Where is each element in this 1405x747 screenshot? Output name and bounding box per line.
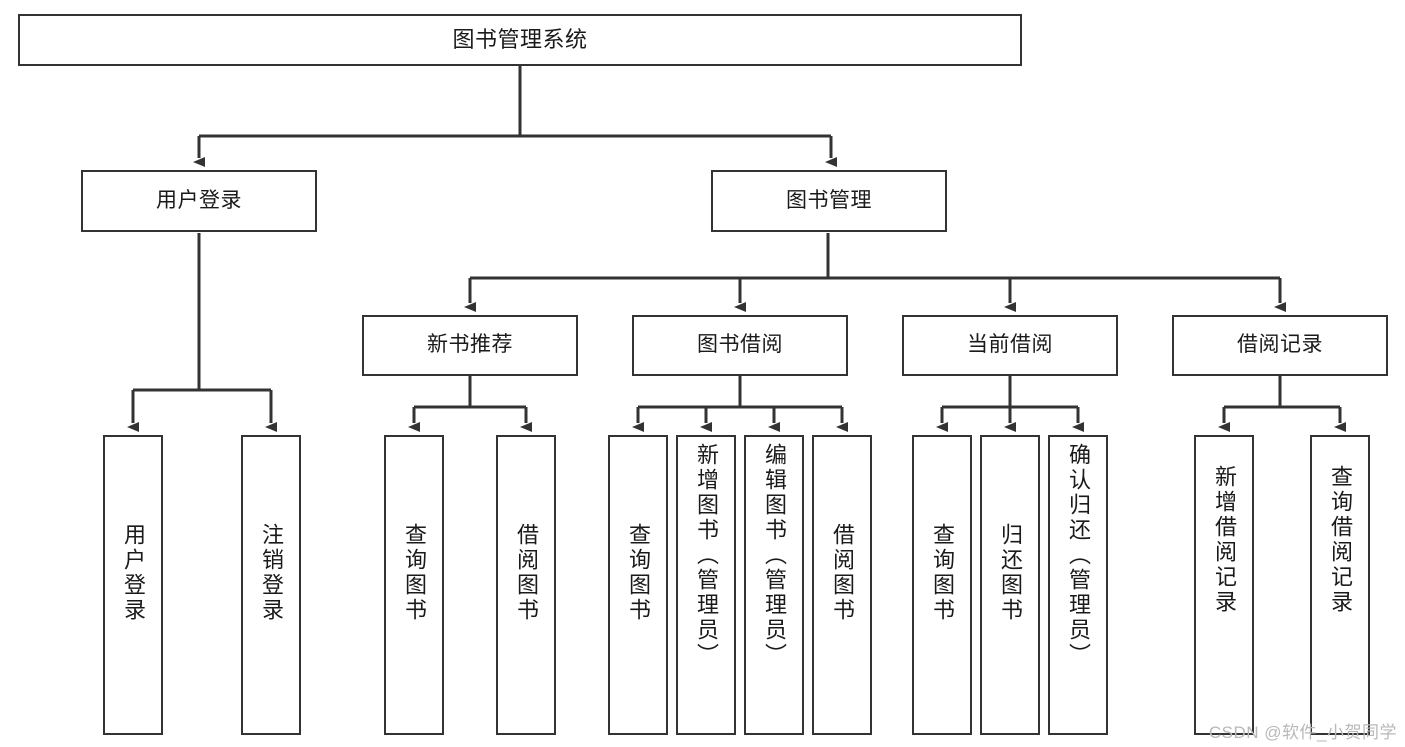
node-user-login[interactable]: 用户登录	[81, 170, 317, 232]
node-label: 用户登录	[121, 523, 146, 623]
node-label: 图书管理	[786, 188, 872, 212]
node-label: 新书推荐	[427, 333, 513, 357]
leaf-add-book-admin[interactable]: 新增图书（管理员）	[676, 435, 736, 735]
leaf-confirm-return-admin[interactable]: 确认归还（管理员）	[1048, 435, 1108, 735]
node-label: 新增图书（管理员）	[694, 443, 719, 668]
leaf-logout[interactable]: 注销登录	[241, 435, 301, 735]
node-label: 借阅图书	[830, 523, 855, 623]
node-book-management-system[interactable]: 图书管理系统	[18, 14, 1022, 66]
node-book-management[interactable]: 图书管理	[711, 170, 947, 232]
node-label: 借阅记录	[1237, 333, 1323, 357]
node-new-book-recommend[interactable]: 新书推荐	[362, 315, 578, 376]
leaf-edit-book-admin[interactable]: 编辑图书（管理员）	[744, 435, 804, 735]
leaf-query-book-recommend[interactable]: 查询图书	[384, 435, 444, 735]
node-label: 借阅图书	[514, 523, 539, 623]
node-label: 图书管理系统	[452, 27, 588, 53]
node-label: 图书借阅	[697, 333, 783, 357]
node-borrow-records[interactable]: 借阅记录	[1172, 315, 1388, 376]
node-label: 新增借阅记录	[1212, 465, 1237, 615]
leaf-return-book[interactable]: 归还图书	[980, 435, 1040, 735]
node-label: 查询图书	[930, 523, 955, 623]
leaf-user-login[interactable]: 用户登录	[103, 435, 163, 735]
leaf-query-book-borrow[interactable]: 查询图书	[608, 435, 668, 735]
node-label: 当前借阅	[967, 333, 1053, 357]
leaf-borrow-book-recommend[interactable]: 借阅图书	[496, 435, 556, 735]
node-label: 编辑图书（管理员）	[762, 443, 787, 668]
node-label: 查询图书	[402, 523, 427, 623]
node-current-borrow[interactable]: 当前借阅	[902, 315, 1118, 376]
leaf-query-borrow-record[interactable]: 查询借阅记录	[1310, 435, 1370, 735]
node-label: 注销登录	[259, 523, 284, 623]
node-label: 用户登录	[156, 188, 242, 212]
node-label: 确认归还（管理员）	[1066, 443, 1091, 668]
node-label: 归还图书	[998, 523, 1023, 623]
leaf-query-book-current[interactable]: 查询图书	[912, 435, 972, 735]
leaf-add-borrow-record[interactable]: 新增借阅记录	[1194, 435, 1254, 735]
node-label: 查询图书	[626, 523, 651, 623]
node-book-borrow[interactable]: 图书借阅	[632, 315, 848, 376]
watermark-text: CSDN @软件_小贺同学	[1208, 723, 1397, 742]
node-label: 查询借阅记录	[1328, 465, 1353, 615]
leaf-borrow-book[interactable]: 借阅图书	[812, 435, 872, 735]
